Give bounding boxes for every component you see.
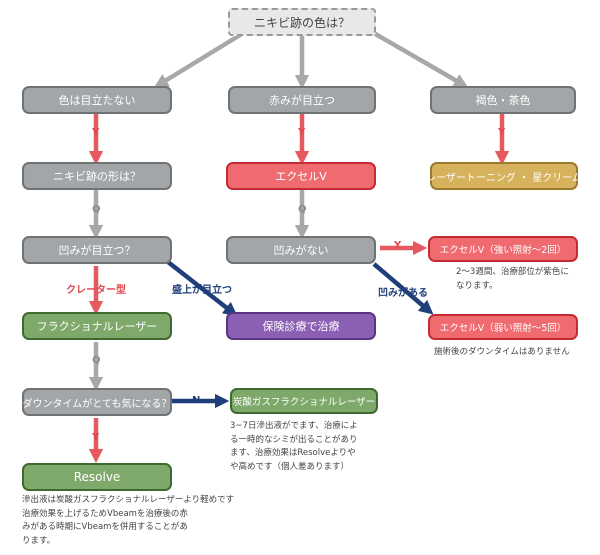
label-y-brown: Y xyxy=(498,127,506,138)
node-insurance: 保険診療で治療 xyxy=(226,312,376,340)
label-y-nodent: Y xyxy=(394,240,402,251)
label-y-inconspicuous: Y xyxy=(92,127,100,138)
node-redness: 赤みが目立つ xyxy=(228,86,376,114)
label-y-redness: Y xyxy=(298,127,306,138)
node-co2-fractional: 炭酸ガスフラクショナルレーザー xyxy=(230,388,378,414)
node-excel-v-weak: エクセルV（弱い照射〜5回） xyxy=(428,314,578,340)
note-resolve-line: ります。 xyxy=(22,535,56,546)
label-q-excelv: Q xyxy=(298,204,307,215)
arrow-root-to-brown xyxy=(370,30,469,88)
note-resolve-line: 治療効果を上げるためVbeamを治療後の赤 xyxy=(22,508,188,519)
node-downtime-question: ダウンタイムがとても気になる？ xyxy=(22,388,172,416)
note-resolve-line: 滲出液は炭酸ガスフラクショナルレーザーより軽めです xyxy=(22,495,235,505)
node-brown: 褐色・茶色 xyxy=(430,86,576,114)
arrow-nodent-to-weak xyxy=(372,262,434,315)
note-weak-line: 施術後のダウンタイムはありません xyxy=(434,347,570,357)
root-question: ニキビ跡の色は？ xyxy=(228,8,376,36)
label-q-shape: Q xyxy=(92,204,101,215)
note-co2-line: 3~7日滲出液がでます、治療によ xyxy=(230,421,358,431)
note-co2-line: る一時的なシミが出ることがあり xyxy=(230,434,358,445)
note-strong: 2～3週間、治療部位が紫色に なります。 xyxy=(456,266,569,293)
node-excel-v: エクセルV xyxy=(226,162,376,190)
label-raised: 盛上が目立つ xyxy=(172,285,232,296)
node-dent-question: 凹みが目立つ？ xyxy=(22,236,172,264)
note-co2: 3~7日滲出液がでます、治療によ る一時的なシミが出ることがあり ます、治療効果… xyxy=(230,420,358,474)
arrow-dent-to-insurance xyxy=(166,260,238,317)
label-y-downtime: Y xyxy=(92,432,100,443)
note-co2-line: ます、治療効果はResolveよりや xyxy=(230,448,356,458)
node-no-dent: 凹みがない xyxy=(226,236,376,264)
label-dent-present: 凹みがある xyxy=(378,288,428,299)
node-laser-toning: レーザートーニング ・ 星クリーム xyxy=(426,162,582,190)
arrow-root-to-inconspicuous xyxy=(153,30,247,88)
note-co2-line: や高めです（個人差あります） xyxy=(230,461,350,472)
node-shape-question: ニキビ跡の形は？ xyxy=(22,162,172,190)
note-resolve: 滲出液は炭酸ガスフラクショナルレーザーより軽めです 治療効果を上げるためVbea… xyxy=(22,494,234,548)
note-weak: 施術後のダウンタイムはありません xyxy=(434,346,570,360)
label-crater: クレーター型 xyxy=(66,285,126,296)
note-strong-line: なります。 xyxy=(456,280,498,291)
node-excel-v-strong: エクセルV（強い照射〜2回） xyxy=(428,236,578,262)
node-inconspicuous: 色は目立たない xyxy=(22,86,172,114)
node-resolve: Resolve xyxy=(22,463,172,491)
label-q-fractional: Q xyxy=(92,355,101,366)
note-strong-line: 2～3週間、治療部位が紫色に xyxy=(456,267,569,277)
label-n-downtime: N xyxy=(192,395,201,406)
note-resolve-line: みがある時期にVbeamを併用することがあ xyxy=(22,522,188,532)
node-fractional-laser: フラクショナルレーザー xyxy=(22,312,172,340)
